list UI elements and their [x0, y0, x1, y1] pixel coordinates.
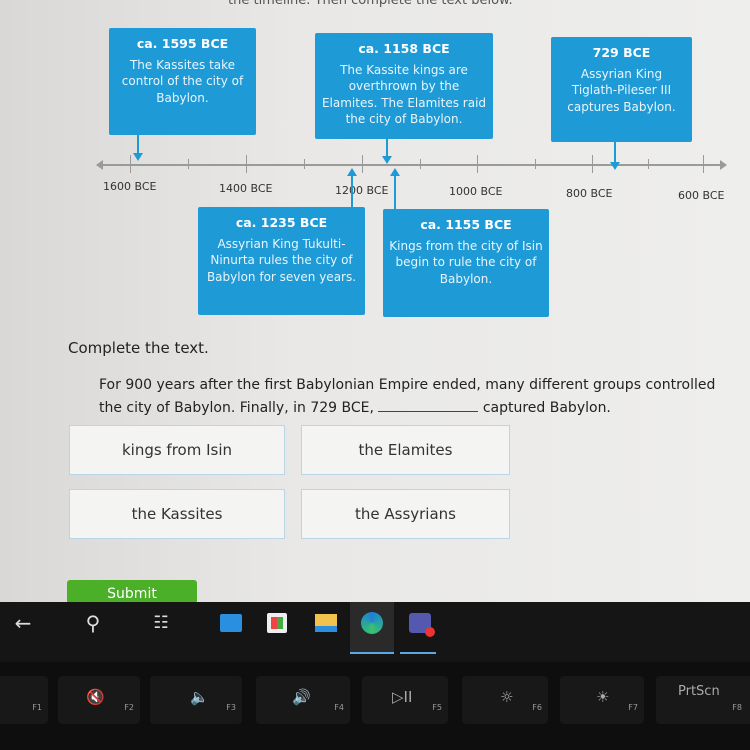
- tick: [304, 159, 305, 169]
- event-text: The Kassites take control of the city of…: [121, 57, 244, 105]
- event-date: ca. 1595 BCE: [136, 36, 229, 51]
- connector: [137, 135, 139, 157]
- mute-icon: 🔇: [86, 688, 105, 706]
- tick: [420, 159, 421, 169]
- tick: [130, 155, 131, 173]
- option-the-assyrians[interactable]: the Assyrians: [301, 489, 510, 539]
- connector: [614, 142, 616, 164]
- edge-running-indicator: [350, 652, 394, 654]
- teams-icon[interactable]: [409, 613, 435, 637]
- event-card-729: 729 BCE Assyrian King Tiglath-Pileser II…: [551, 37, 692, 142]
- axis-right-arrow-icon: [720, 160, 727, 170]
- event-card-1155: ca. 1155 BCE Kings from the city of Isin…: [383, 209, 549, 317]
- tick: [246, 155, 247, 173]
- browser-content: the timeline. Then complete the text bel…: [0, 0, 750, 602]
- event-text: Assyrian King Tukulti-Ninurta rules the …: [206, 236, 357, 284]
- event-date: ca. 1155 BCE: [420, 217, 512, 232]
- arrow-down-icon: [133, 153, 143, 161]
- key-f4-volume-up[interactable]: 🔊 F4: [256, 676, 350, 724]
- event-date: 729 BCE: [592, 45, 651, 60]
- arrow-down-icon: [610, 162, 620, 170]
- tick: [362, 155, 363, 173]
- file-explorer-icon[interactable]: [315, 614, 337, 632]
- event-text: The Kassite kings are overthrown by the …: [321, 62, 487, 127]
- volume-up-icon: 🔊: [292, 688, 311, 706]
- option-kings-from-isin[interactable]: kings from Isin: [69, 425, 285, 475]
- key-f1[interactable]: F1: [0, 676, 48, 724]
- connector: [351, 175, 353, 207]
- key-fn-label: F5: [432, 703, 442, 712]
- key-fn-label: F8: [732, 703, 742, 712]
- search-icon[interactable]: ⚲: [85, 611, 101, 635]
- event-text: Assyrian King Tiglath-Pileser III captur…: [567, 66, 676, 114]
- key-glyph: PrtScn: [678, 684, 720, 699]
- axis-label: 1400 BCE: [219, 182, 273, 195]
- event-card-1595: ca. 1595 BCE The Kassites take control o…: [109, 28, 256, 135]
- key-fn-label: F3: [226, 703, 236, 712]
- axis-label: 600 BCE: [678, 189, 725, 202]
- question-heading: Complete the text.: [68, 339, 209, 357]
- tick: [188, 159, 189, 169]
- tick: [477, 155, 478, 173]
- question-text-line2: the city of Babylon. Finally, in 729 BCE…: [99, 398, 611, 416]
- tick: [648, 159, 649, 169]
- axis-label: 800 BCE: [566, 187, 613, 200]
- volume-down-icon: 🔈: [190, 688, 209, 706]
- teams-running-indicator: [400, 652, 436, 654]
- key-f2-mute[interactable]: 🔇 F2: [58, 676, 140, 724]
- play-pause-icon: ▷II: [392, 688, 413, 706]
- event-text: Kings from the city of Isin begin to rul…: [389, 238, 543, 286]
- arrow-down-icon: [382, 156, 392, 164]
- key-fn-label: F4: [334, 703, 344, 712]
- connector: [386, 139, 388, 159]
- question-part3: captured Babylon.: [482, 400, 611, 416]
- brightness-up-icon: ☀: [596, 688, 610, 706]
- submit-button[interactable]: Submit: [67, 580, 197, 602]
- back-icon[interactable]: ←: [14, 611, 32, 635]
- tick: [703, 155, 704, 173]
- question-text-line1: For 900 years after the first Babylonian…: [99, 377, 716, 393]
- connector: [394, 175, 396, 210]
- key-f5-play-pause[interactable]: ▷II F5: [362, 676, 448, 724]
- key-f6-brightness-down[interactable]: ☼ F6: [462, 676, 548, 724]
- key-f3-volume-down[interactable]: 🔈 F3: [150, 676, 242, 724]
- timeline-axis: [102, 164, 722, 166]
- key-fn-label: F2: [124, 703, 134, 712]
- tick: [535, 159, 536, 169]
- axis-label: 1200 BCE: [335, 184, 389, 197]
- event-date: ca. 1158 BCE: [358, 41, 450, 56]
- arrow-up-icon: [347, 168, 357, 176]
- key-fn-label: F7: [628, 703, 638, 712]
- mail-icon[interactable]: [220, 614, 242, 632]
- task-view-icon[interactable]: ☷: [153, 613, 169, 633]
- edge-icon[interactable]: [361, 612, 383, 634]
- key-f7-brightness-up[interactable]: ☀ F7: [560, 676, 644, 724]
- instructions: the timeline. Then complete the text bel…: [228, 0, 513, 8]
- taskbar: ← ⚲ ☷: [0, 602, 750, 662]
- event-date: ca. 1235 BCE: [235, 215, 328, 230]
- axis-label: 1600 BCE: [103, 180, 157, 193]
- key-fn-label: F6: [532, 703, 542, 712]
- question-part2: the city of Babylon. Finally, in 729 BCE…: [99, 400, 374, 416]
- arrow-up-icon: [390, 168, 400, 176]
- tick: [592, 155, 593, 173]
- key-fn-label: F1: [32, 703, 42, 712]
- axis-left-arrow-icon: [96, 160, 103, 170]
- option-the-kassites[interactable]: the Kassites: [69, 489, 285, 539]
- event-card-1158: ca. 1158 BCE The Kassite kings are overt…: [315, 33, 493, 139]
- option-the-elamites[interactable]: the Elamites: [301, 425, 510, 475]
- event-card-1235: ca. 1235 BCE Assyrian King Tukulti-Ninur…: [198, 207, 365, 315]
- brightness-down-icon: ☼: [500, 688, 514, 706]
- answer-blank[interactable]: [378, 398, 479, 412]
- axis-label: 1000 BCE: [449, 185, 503, 198]
- store-icon[interactable]: [267, 613, 287, 633]
